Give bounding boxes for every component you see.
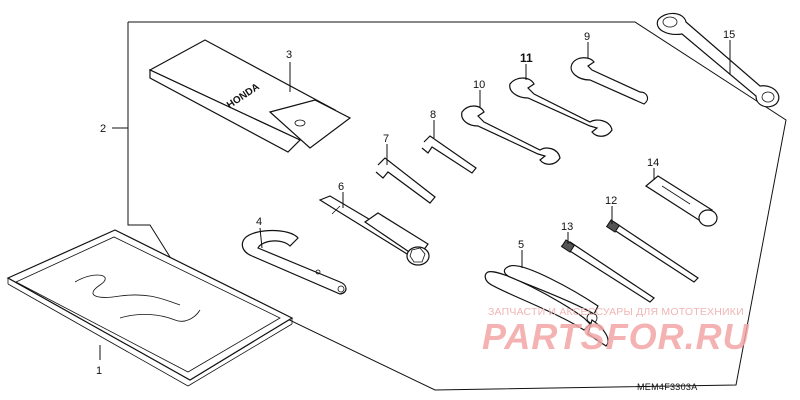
callout-15: 15 <box>723 29 735 41</box>
callout-3: 3 <box>286 49 292 61</box>
open-end-wrench-10 <box>461 105 561 165</box>
screwdriver <box>560 239 655 303</box>
owners-manual-bag <box>6 229 294 387</box>
callout-9: 9 <box>584 31 590 43</box>
open-end-wrench-11 <box>509 77 613 137</box>
callout-10: 10 <box>473 79 485 91</box>
screwdriver-bit <box>605 219 699 283</box>
socket-wrench <box>318 195 430 266</box>
pin-spanner-wrench <box>241 229 347 295</box>
callout-1: 1 <box>96 365 102 377</box>
pliers <box>484 265 609 347</box>
callout-12: 12 <box>605 195 617 207</box>
leader-line-4 <box>259 227 263 249</box>
callout-5: 5 <box>518 239 524 251</box>
hex-key-small <box>421 135 477 174</box>
box-end-wrench <box>656 12 780 108</box>
hex-key-large <box>375 157 436 204</box>
watermark-subtitle: ЗАПЧАСТИ И АКСЕССУАРЫ ДЛЯ МОТОТЕХНИКИ <box>488 306 744 318</box>
callout-4: 4 <box>256 216 262 228</box>
callout-7: 7 <box>383 133 389 145</box>
callout-14: 14 <box>647 157 659 169</box>
watermark-brand: PARTSFOR.RU <box>482 316 750 357</box>
screwdriver-handle <box>644 175 718 227</box>
tool-roll-bag: HONDA <box>148 39 352 153</box>
callout-11: 11 <box>520 51 533 65</box>
callout-8: 8 <box>430 109 436 121</box>
callout-6: 6 <box>338 181 344 193</box>
tool-kit-group-outline <box>127 21 787 391</box>
diagram-code: MEM4F3303A <box>637 382 698 392</box>
callout-2: 2 <box>100 123 106 135</box>
open-end-wrench-9 <box>570 57 649 105</box>
callout-13: 13 <box>561 221 573 233</box>
